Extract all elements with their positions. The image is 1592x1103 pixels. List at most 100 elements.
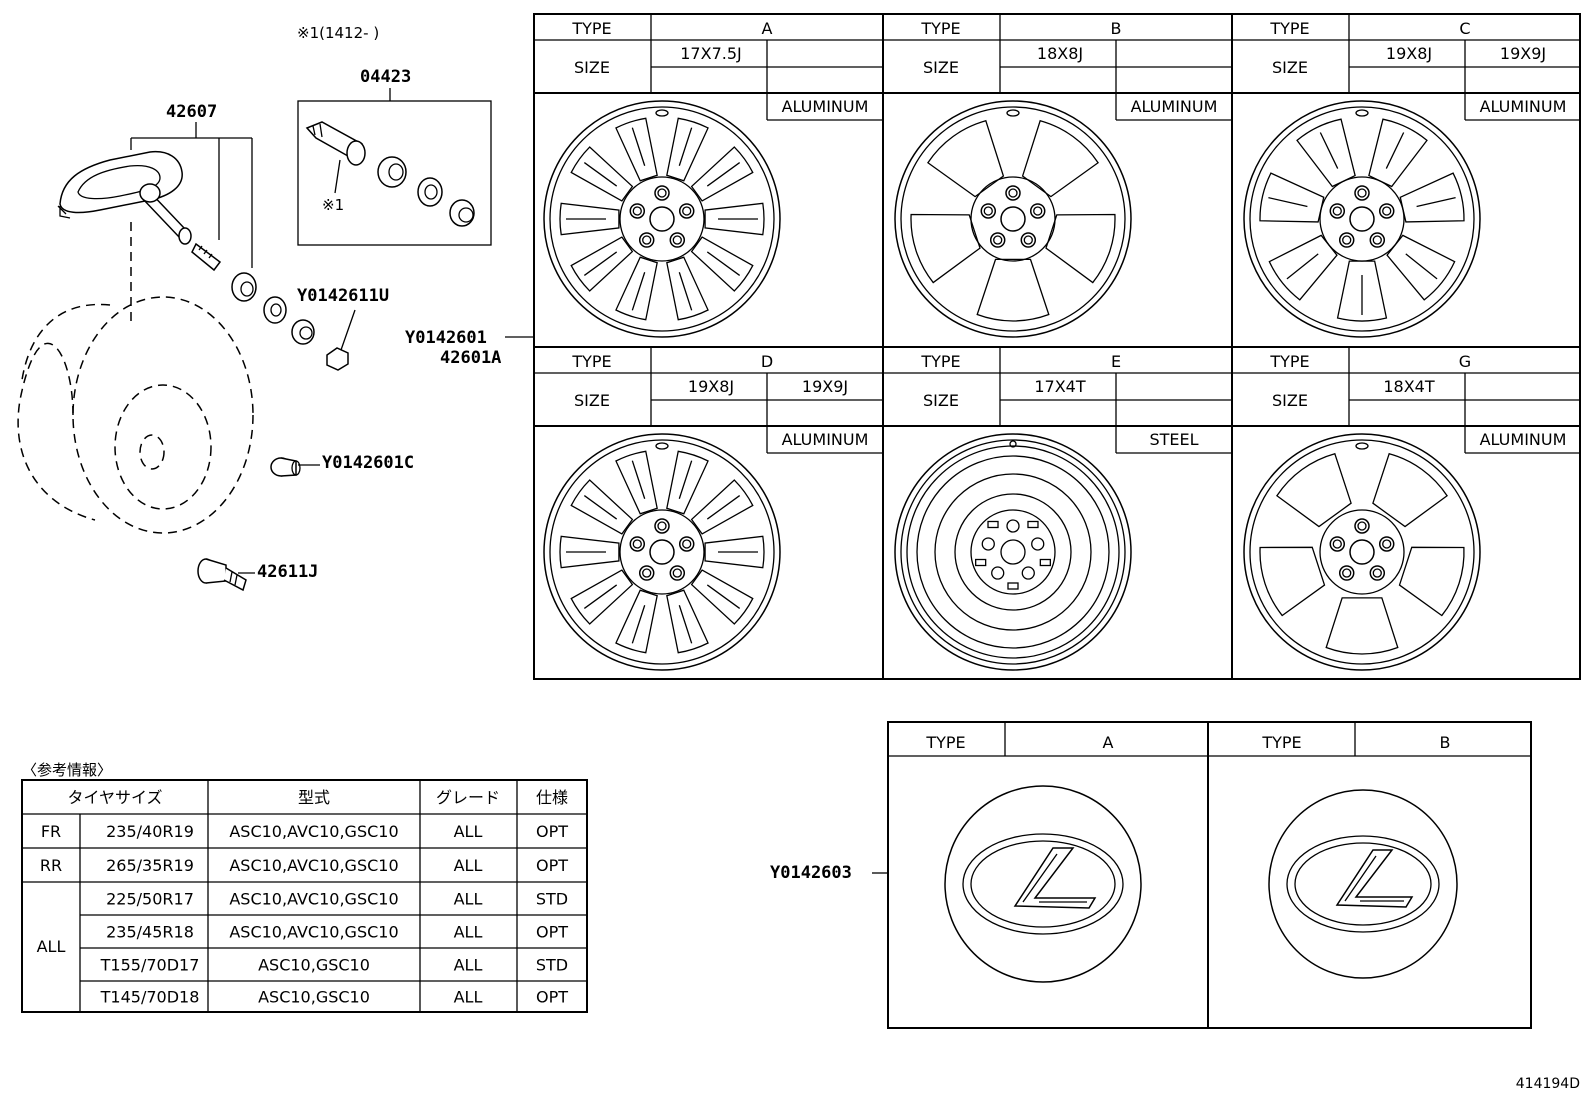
size-value: 18X8J (1037, 44, 1083, 63)
reference-table: 〈参考情報〉 タイヤサイズ 型式 グレード 仕様 (21, 761, 588, 1013)
row-size: 225/50R17 (106, 890, 194, 909)
valve-kit-group[interactable]: 04423 ※1 (297, 67, 492, 246)
size-value: 17X4T (1034, 377, 1086, 396)
row-group: RR (40, 856, 62, 875)
size-label: SIZE (574, 391, 610, 410)
part-number-42601a[interactable]: 42601A (440, 348, 501, 368)
tpms-sensor-icon (57, 150, 192, 245)
size-value: 17X7.5J (680, 44, 741, 63)
row-size: T145/70D18 (100, 988, 200, 1007)
row-spec: OPT (536, 856, 568, 875)
ornament-type-b-value: B (1440, 733, 1451, 752)
ornament-b-lexus-emblem-icon (1268, 789, 1458, 979)
row-grade: ALL (454, 856, 483, 875)
ornament-callout[interactable]: Y0142603 (770, 863, 888, 883)
row-size: 235/40R19 (106, 822, 194, 841)
size-label: SIZE (574, 58, 610, 77)
row-spec: STD (536, 956, 568, 975)
part-number-04423[interactable]: 04423 (360, 67, 411, 87)
row-spec: OPT (536, 822, 568, 841)
row-model: ASC10,AVC10,GSC10 (229, 822, 398, 841)
ornament-a-lexus-emblem-icon (944, 785, 1142, 983)
size-label: SIZE (923, 391, 959, 410)
row-spec: STD (536, 890, 568, 909)
size-value: 19X8J (688, 377, 734, 396)
type-value: E (1111, 352, 1121, 371)
nut-icon (326, 347, 349, 371)
ornament-type-a-value: A (1103, 733, 1114, 752)
valve-group[interactable]: 42611J (197, 558, 318, 592)
row-grade: ALL (454, 923, 483, 942)
part-number-42607[interactable]: 42607 (166, 102, 217, 122)
row-group: FR (41, 822, 61, 841)
wheel-illustration-icon (543, 433, 781, 671)
row-grade: ALL (454, 988, 483, 1007)
valve-kit-note-label: ※1 (322, 196, 344, 214)
row-spec: OPT (536, 923, 568, 942)
reference-row: FR 235/40R19 ASC10,AVC10,GSC10 ALL OPT (41, 822, 568, 841)
type-value: C (1459, 19, 1470, 38)
part-number-y0142601[interactable]: Y0142601 (405, 328, 487, 348)
tire-outline (17, 222, 254, 534)
wheel-illustration-icon (894, 433, 1132, 671)
washer-icon (417, 177, 443, 207)
wheel-illustration-icon (894, 100, 1132, 338)
material-value: ALUMINUM (1131, 97, 1218, 116)
type-value: B (1111, 19, 1122, 38)
type-label: TYPE (1269, 19, 1309, 38)
wheel-illustration-icon (543, 100, 781, 338)
callout-note-ref: ※1(1412- ) (297, 24, 379, 42)
type-value: D (761, 352, 773, 371)
wheel-callout[interactable]: Y0142601 42601A (405, 328, 533, 368)
header-tire-size: タイヤサイズ (67, 788, 162, 807)
cap-small-icon (449, 199, 475, 227)
material-value: ALUMINUM (1480, 430, 1567, 449)
row-grade: ALL (454, 822, 483, 841)
material-value: ALUMINUM (1480, 97, 1567, 116)
size-value: 18X4T (1383, 377, 1435, 396)
part-number-42611j[interactable]: 42611J (257, 562, 318, 582)
sensor-washer-icon (263, 296, 287, 324)
row-grade: ALL (454, 956, 483, 975)
material-value: ALUMINUM (782, 97, 869, 116)
type-label: TYPE (571, 352, 611, 371)
part-number-y0142603[interactable]: Y0142603 (770, 863, 852, 883)
reference-title: 〈参考情報〉 (22, 761, 112, 779)
sensor-group[interactable]: 42607 (57, 102, 315, 345)
nut-group[interactable]: Y0142611U (297, 286, 389, 371)
type-value: G (1459, 352, 1471, 371)
row-model: ASC10,GSC10 (258, 988, 370, 1007)
row-group: ALL (37, 937, 66, 956)
sensor-grommet-icon (231, 272, 257, 302)
type-label: TYPE (920, 19, 960, 38)
part-number-y0142611u[interactable]: Y0142611U (297, 286, 389, 306)
row-model: ASC10,AVC10,GSC10 (229, 890, 398, 909)
sensor-valve-core-icon (191, 242, 222, 272)
ornament-type-a-label: TYPE (925, 733, 965, 752)
size-value: 19X8J (1386, 44, 1432, 63)
row-size: 265/35R19 (106, 856, 194, 875)
valve-cap-icon (270, 457, 301, 477)
size-value-2: 19X9J (802, 377, 848, 396)
header-model: 型式 (298, 788, 330, 807)
type-label: TYPE (571, 19, 611, 38)
wheel-illustration-icon (1243, 433, 1481, 671)
row-model: ASC10,AVC10,GSC10 (229, 923, 398, 942)
part-number-y0142601c[interactable]: Y0142601C (322, 453, 414, 473)
header-grade: グレード (436, 788, 500, 807)
ornament-type-b-label: TYPE (1261, 733, 1301, 752)
sensor-cap-icon (291, 319, 315, 345)
cap-group[interactable]: Y0142601C (270, 453, 414, 477)
valve-stem-rubber-icon (197, 558, 247, 592)
type-label: TYPE (1269, 352, 1309, 371)
size-value-2: 19X9J (1500, 44, 1546, 63)
wheel-illustration-icon (1243, 100, 1481, 338)
